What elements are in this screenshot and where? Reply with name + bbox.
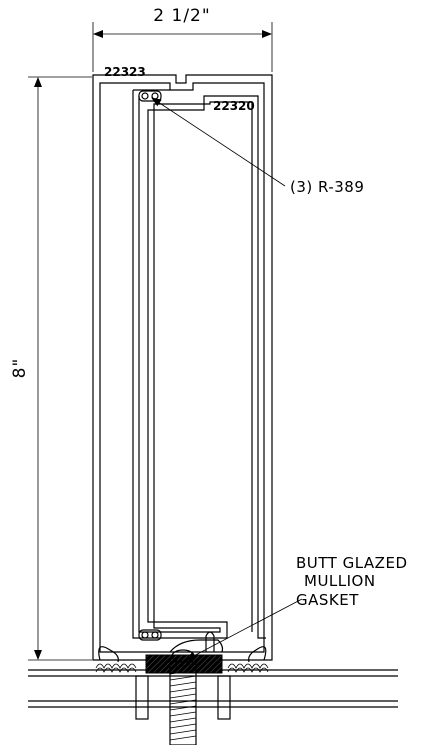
left-sealant-2 [95,667,137,673]
left-sealant [95,663,137,669]
outer-part-label: 22323 [104,65,146,79]
r389-leader-line [151,97,286,187]
inner-part-label: 22320 [213,99,255,113]
height-dimension-label: 8" [10,358,30,379]
inner-snap-profile: 22320 [132,89,266,639]
glazing-assembly [28,646,398,745]
butt-glazed-gasket [145,654,223,674]
r389-callout-label: (3) R-389 [290,178,364,196]
width-dimension-label: 2 1/2" [153,6,210,26]
outer-profile-inner-wall [99,82,265,653]
bottom-clip [169,639,224,653]
top-gasket [138,90,162,102]
gasket-callout-line-2: MULLION [304,572,376,590]
gasket-r389-bottom-bulb-right [151,631,159,639]
gasket-callout-line-3: GASKET [296,591,359,609]
right-sealant-2 [227,667,269,673]
left-bulb-gasket [98,646,119,663]
inner-profile-inner-line [138,96,253,633]
screw-threads [169,663,197,741]
gasket-r389-top-bulb-right [151,92,159,100]
gasket-r389-bottom [138,629,162,641]
gasket-callout: BUTT GLAZED MULLION GASKET [185,554,408,661]
right-spacer-block [217,675,231,720]
gasket-r389-bottom-bulb-left [141,631,149,639]
height-dimension: 8" [10,76,92,661]
screw-shaft [169,661,197,745]
inner-profile-outer-line [132,90,266,639]
right-sealant [227,663,269,669]
outer-mullion-profile: 22323 [92,65,273,661]
r389-callout: (3) R-389 [151,97,364,196]
bottom-clip-hook [205,631,215,652]
bottom-gasket [138,629,224,653]
gasket-r389-top [138,90,162,102]
gasket-callout-line-1: BUTT GLAZED [296,554,408,572]
gasket-leader-line [185,598,303,661]
left-spacer-block [135,675,149,720]
width-dimension: 2 1/2" [92,6,273,72]
right-bulb-gasket [248,646,267,663]
outer-profile-wall [92,74,273,661]
gasket-r389-top-bulb-left [141,92,149,100]
